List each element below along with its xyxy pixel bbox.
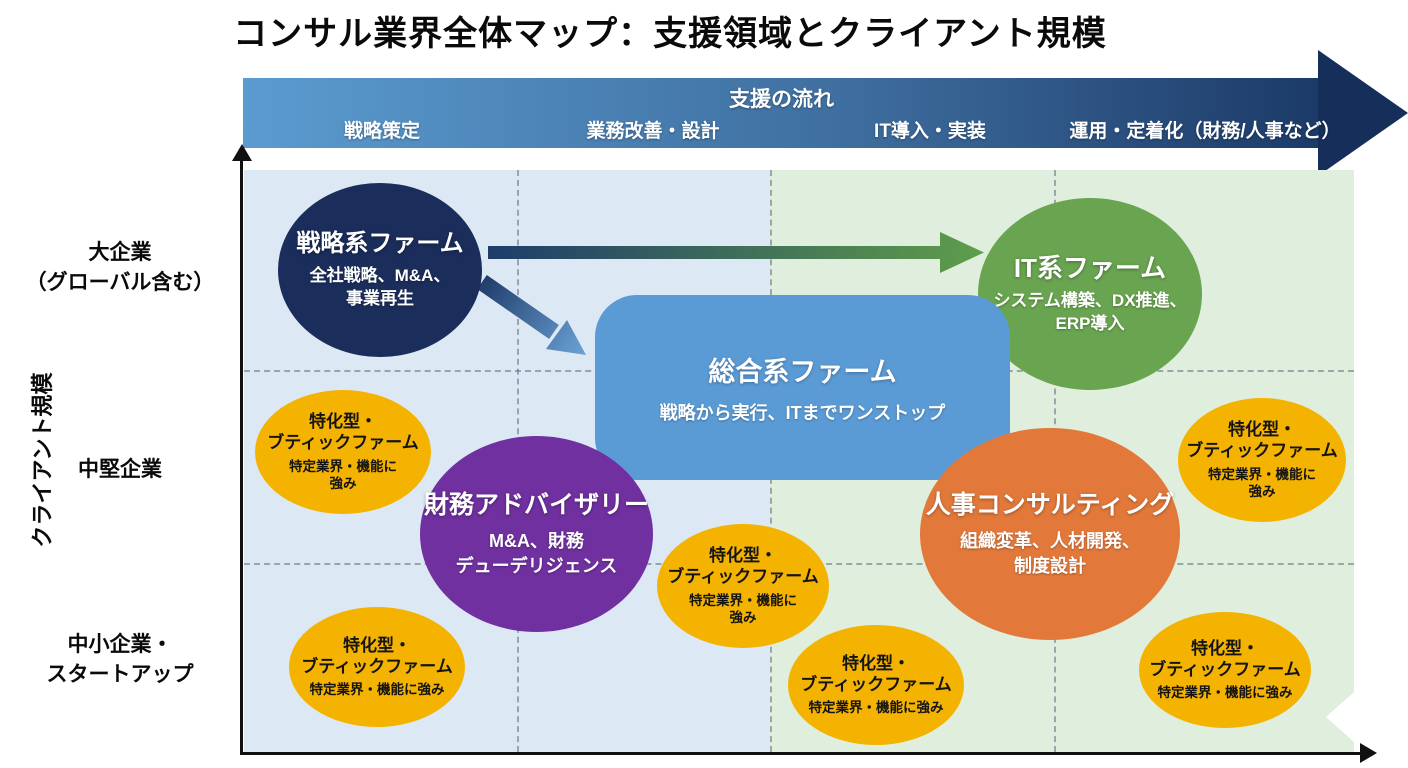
flow-stage-strategy: 戦略策定 <box>343 121 420 142</box>
firm-it-bubble: IT系ファーム システム構築、DX推進、 ERP導入 <box>978 198 1202 390</box>
firm-name-line: ブティックファーム <box>1149 660 1301 680</box>
firm-boutique-detail: 特定業界・機能に 強み <box>1208 466 1316 501</box>
y-axis-line <box>240 158 243 755</box>
y-axis-arrow-icon <box>232 144 252 161</box>
firm-name-line: ブティックファーム <box>301 657 453 677</box>
firm-boutique-detail: 特定業界・機能に 強み <box>289 458 397 493</box>
firm-name-line: ブティックファーム <box>267 433 419 453</box>
row-label-large-enterprise: 大企業 （グローバル含む） <box>5 238 235 299</box>
row-label-line: 大企業 <box>88 241 152 264</box>
row-label-line: 中堅企業 <box>78 458 162 481</box>
flow-stage-it: IT導入・実装 <box>874 121 986 142</box>
firm-boutique-bubble-bottom-center: 特化型・ ブティックファーム 特定業界・機能に強み <box>788 625 964 745</box>
firm-integrated-detail: 戦略から実行、ITまでワンストップ <box>659 403 946 423</box>
firm-boutique-name: 特化型・ ブティックファーム <box>800 653 951 696</box>
x-axis-line <box>242 752 1364 755</box>
firm-detail-line: 強み <box>329 476 357 492</box>
firm-boutique-bubble-mid-right: 特化型・ ブティックファーム 特定業界・機能に 強み <box>1178 398 1346 522</box>
firm-hr-name: 人事コンサルティング <box>925 491 1175 520</box>
firm-name-line: ブティックファーム <box>667 567 819 587</box>
firm-boutique-name: 特化型・ ブティックファーム <box>667 545 818 588</box>
firm-integrated-bubble: 総合系ファーム 戦略から実行、ITまでワンストップ <box>595 295 1010 480</box>
firm-hr-bubble: 人事コンサルティング 組織変革、人材開発、 制度設計 <box>920 428 1180 640</box>
firm-finance-detail: M&A、財務 デューデリジェンス <box>456 529 618 578</box>
row-label-midsize-enterprise: 中堅企業 <box>5 455 235 485</box>
firm-detail-line: 強み <box>729 610 757 626</box>
x-axis-arrow-icon <box>1360 743 1377 763</box>
firm-boutique-detail: 特定業界・機能に強み <box>808 700 944 716</box>
flow-arrow-band <box>243 78 1320 148</box>
strategy-to-it-arrow-icon <box>488 232 984 273</box>
firm-detail-line: 全社戦略、M&A、 <box>309 266 451 286</box>
firm-detail-line: M&A、財務 <box>488 531 584 552</box>
firm-detail-line: 制度設計 <box>1014 555 1086 576</box>
row-label-line: （グローバル含む） <box>25 271 215 295</box>
firm-strategy-name: 戦略系ファーム <box>296 230 464 258</box>
firm-it-name: IT系ファーム <box>1013 252 1167 283</box>
firm-boutique-bubble-bottom-left: 特化型・ ブティックファーム 特定業界・機能に強み <box>289 607 465 727</box>
row-label-line: スタートアップ <box>46 663 194 687</box>
firm-finance-bubble: 財務アドバイザリー M&A、財務 デューデリジェンス <box>420 436 653 632</box>
flow-arrow-head-icon <box>1318 50 1408 176</box>
firm-it-detail: システム構築、DX推進、 ERP導入 <box>993 290 1186 336</box>
firm-finance-name: 財務アドバイザリー <box>423 491 649 520</box>
firm-name-line: ブティックファーム <box>1186 441 1338 461</box>
firm-boutique-detail: 特定業界・機能に強み <box>309 682 445 698</box>
strategy-to-integrated-arrow-icon <box>477 275 586 355</box>
firm-name-line: 特化型・ <box>1190 638 1259 658</box>
firm-boutique-detail: 特定業界・機能に 強み <box>689 592 797 627</box>
firm-boutique-name: 特化型・ ブティックファーム <box>1149 638 1300 681</box>
firm-boutique-name: 特化型・ ブティックファーム <box>267 411 418 454</box>
firm-detail-line: システム構築、DX推進、 <box>993 291 1187 311</box>
flow-stage-operation: 運用・定着化（財務/人事など） <box>1069 121 1341 142</box>
firm-detail-line: 特定業界・機能に <box>689 592 797 608</box>
firm-boutique-bubble-mid-center: 特化型・ ブティックファーム 特定業界・機能に 強み <box>657 524 829 648</box>
page-title: コンサル業界全体マップ：支援領域とクライアント規模 <box>233 15 1107 53</box>
firm-boutique-bubble-bottom-right: 特化型・ ブティックファーム 特定業界・機能に強み <box>1139 612 1311 728</box>
firm-detail-line: 特定業界・機能に <box>289 458 397 474</box>
firm-name-line: ブティックファーム <box>800 675 952 695</box>
firm-strategy-detail: 全社戦略、M&A、 事業再生 <box>310 265 451 311</box>
firm-strategy-bubble: 戦略系ファーム 全社戦略、M&A、 事業再生 <box>278 183 482 357</box>
firm-name-line: 特化型・ <box>708 546 777 566</box>
firm-name-line: 特化型・ <box>841 653 910 673</box>
firm-boutique-detail: 特定業界・機能に強み <box>1157 685 1293 701</box>
firm-boutique-name: 特化型・ ブティックファーム <box>1186 419 1337 462</box>
firm-name-line: 特化型・ <box>342 635 411 655</box>
row-label-sme-startup: 中小企業・ スタートアップ <box>5 630 235 691</box>
firm-detail-line: デューデリジェンス <box>455 555 618 576</box>
firm-detail-line: 事業再生 <box>346 289 414 308</box>
flow-title: 支援の流れ <box>729 88 834 111</box>
firm-hr-detail: 組織変革、人材開発、 制度設計 <box>960 529 1140 578</box>
firm-name-line: 特化型・ <box>1227 420 1296 440</box>
firm-detail-line: 組織変革、人材開発、 <box>960 531 1140 552</box>
row-label-line: 中小企業・ <box>67 633 173 656</box>
firm-detail-line: 強み <box>1248 484 1276 500</box>
firm-boutique-bubble-mid-left: 特化型・ ブティックファーム 特定業界・機能に 強み <box>255 390 431 514</box>
edge-notch-icon <box>1326 692 1354 742</box>
firm-detail-line: 特定業界・機能に <box>1208 466 1316 482</box>
firm-boutique-name: 特化型・ ブティックファーム <box>301 635 452 678</box>
firm-integrated-name: 総合系ファーム <box>708 357 897 387</box>
flow-stage-process: 業務改善・設計 <box>586 121 720 142</box>
firm-detail-line: ERP導入 <box>1055 314 1125 334</box>
firm-name-line: 特化型・ <box>308 412 377 432</box>
